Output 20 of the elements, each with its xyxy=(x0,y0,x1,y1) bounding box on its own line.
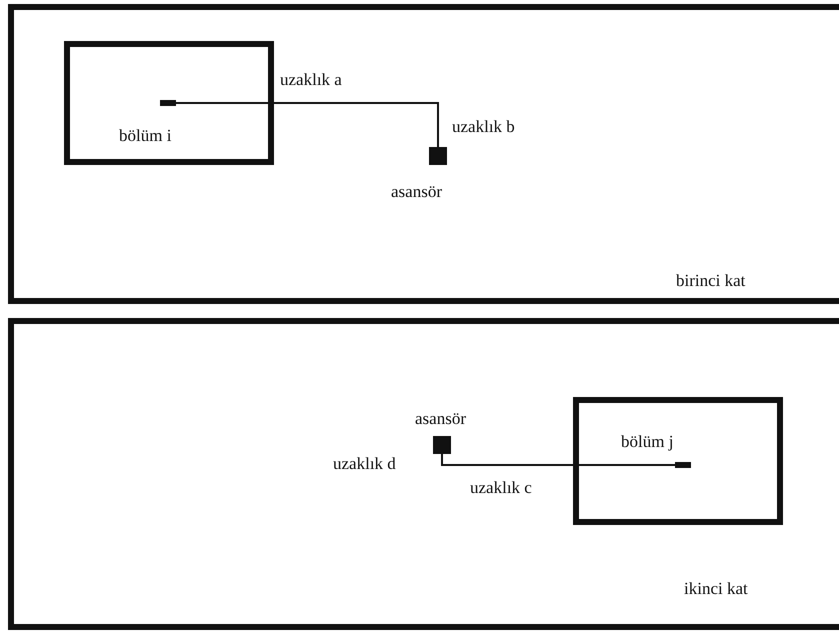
distance-label: uzaklık b xyxy=(452,118,515,135)
distance-line xyxy=(176,102,439,147)
elevator-square xyxy=(433,436,451,454)
distance-label: uzaklık a xyxy=(280,71,342,88)
room-outline xyxy=(573,397,783,525)
floor-label: ikinci kat xyxy=(684,580,748,597)
room-label: bölüm i xyxy=(119,127,172,144)
distance-label: uzaklık d xyxy=(333,455,396,472)
elevator-label: asansör xyxy=(391,183,442,200)
point-mark xyxy=(675,462,691,468)
elevator-square xyxy=(429,147,447,165)
room-outline xyxy=(64,41,274,165)
floor-label: birinci kat xyxy=(676,272,746,289)
distance-line xyxy=(441,454,675,466)
distance-label: uzaklık c xyxy=(470,479,532,496)
floor-outline xyxy=(8,4,839,304)
point-mark xyxy=(160,100,176,106)
elevator-label: asansör xyxy=(415,410,466,427)
room-label: bölüm j xyxy=(621,433,674,450)
floor-outline xyxy=(8,318,839,630)
